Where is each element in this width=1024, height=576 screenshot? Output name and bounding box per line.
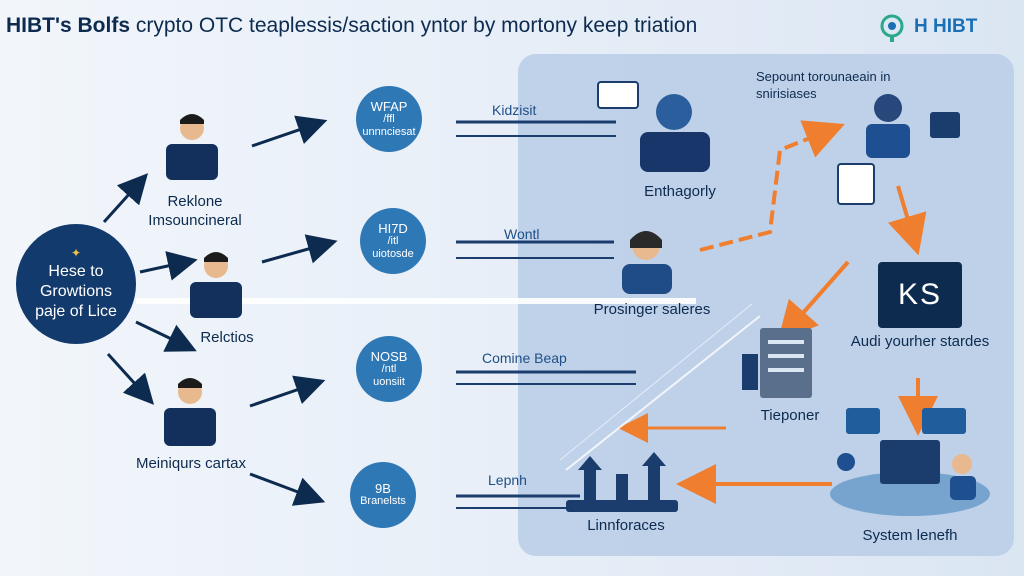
person-label-3: Meiniqurs cartax	[135, 455, 247, 472]
orange-flow-top	[699, 120, 845, 252]
title-bold: HIBT's Bolfs	[6, 14, 131, 37]
node-label-audi: Audi yourher stardes	[850, 333, 990, 350]
circle-2-line1: HI7D	[378, 220, 408, 236]
person-icon-1	[166, 114, 218, 180]
page-title: HIBT's Bolfs crypto OTC teaplessis/sacti…	[6, 14, 766, 44]
circle-2-line3: uiotosde	[372, 247, 414, 260]
arrow-p3-c3	[249, 375, 326, 408]
orange-arrow-diag	[777, 260, 850, 342]
lane-label-1: Kidzisit	[492, 102, 537, 118]
circle-3-line1: NOSB	[370, 348, 408, 364]
arrow-hub-top	[102, 173, 149, 224]
node-label-sepount: Sepount torounaeain in snirisiases	[756, 69, 891, 101]
divider-bar	[136, 298, 696, 304]
arrow-hub-mid2	[135, 320, 197, 352]
person-label-1: Reklone Imsouncineral	[148, 193, 242, 229]
process-circle-4: 9B Branelsts	[350, 462, 416, 528]
circle-3-line3: uonsiit	[373, 375, 405, 388]
arrow-hub-mid	[139, 251, 198, 281]
process-circle-3: NOSB /ntl uonsiit	[356, 336, 422, 402]
thin-diag-line	[565, 315, 761, 471]
gear-globe-logo-icon	[880, 14, 904, 42]
person-icon-3	[164, 378, 216, 446]
circle-1-line3: unnnciesat	[362, 125, 416, 138]
lane-label-3: Comine Beap	[482, 350, 567, 366]
hub-text: Hese to Growtions paje of Lice	[35, 263, 117, 320]
title-tail: yntor by mortony keep triation	[420, 14, 698, 37]
hibt-logo: H HIBT	[876, 10, 1016, 44]
lane-label-2: Wontl	[504, 226, 540, 242]
thin-diag-line-2	[559, 303, 753, 461]
arrow-p2-c2	[261, 234, 338, 264]
person-label-2: Relctios	[200, 329, 254, 346]
hub-circle: ✦ Hese to Growtions paje of Lice	[16, 224, 136, 344]
circle-1-line1: WFAP	[370, 98, 408, 114]
orange-arrow-down-1	[888, 185, 927, 256]
title-middle: crypto OTC teaplessis/saction	[130, 14, 421, 37]
node-label-system: System lenefh	[862, 527, 958, 544]
person-icon-prosinger	[622, 231, 672, 294]
process-circle-2: HI7D /itl uiotosde	[360, 208, 426, 274]
ks-monitor: KS	[878, 262, 962, 328]
pillars-icon-linnforaces	[566, 452, 678, 512]
person-icon-sepount	[837, 94, 960, 205]
node-label-tieponer: Tieponer	[760, 407, 820, 424]
circle-4-line1: 9B	[375, 481, 391, 496]
server-rack-icon-tieponer	[742, 328, 812, 398]
circle-1-line2: /ffl	[383, 112, 395, 125]
circle-4-line2: Branelsts	[360, 495, 406, 507]
star-icon: ✦	[70, 246, 82, 260]
circle-3-line2: /ntl	[381, 362, 397, 375]
person-icon-2	[190, 252, 242, 318]
circle-2-line2: /itl	[387, 234, 399, 247]
logo-text: H HIBT	[914, 16, 978, 37]
workstation-icon-system	[830, 408, 990, 516]
process-circle-1: WFAP /ffl unnnciesat	[356, 86, 422, 152]
node-label-enthagorly: Enthagorly	[644, 183, 716, 200]
arrow-p1-c1	[251, 115, 328, 148]
node-label-linnforaces: Linnforaces	[587, 517, 665, 534]
lane-label-4: Lepnh	[488, 472, 527, 488]
arrow-p3-c4	[249, 472, 326, 506]
arrow-hub-bottom	[106, 352, 155, 405]
node-label-prosinger: Prosinger saleres	[593, 301, 711, 318]
person-icon-enthagorly	[597, 81, 710, 172]
